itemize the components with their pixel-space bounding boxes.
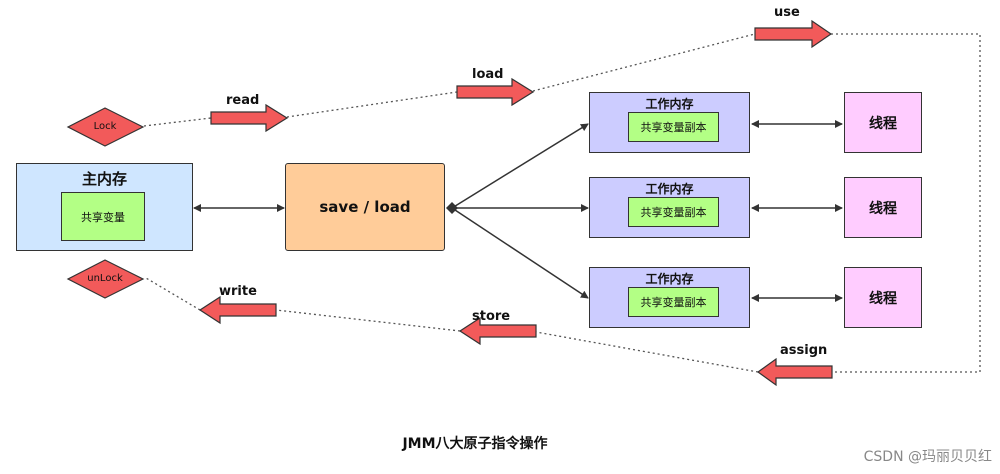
work-memory-title: 工作内存 — [645, 182, 694, 196]
bottom-flow-dotted — [145, 277, 759, 373]
assign-label: assign — [780, 343, 828, 358]
read-label: read — [226, 93, 260, 108]
use-label: use — [774, 5, 800, 20]
assign-arrow-icon — [756, 357, 833, 387]
store-label: store — [472, 309, 511, 324]
work-memory-box-3: 工作内存 共享变量副本 — [589, 267, 750, 328]
shared-variable-copy-box: 共享变量副本 — [628, 112, 719, 142]
thread-box-3: 线程 — [844, 267, 922, 328]
lock-label: Lock — [93, 121, 117, 132]
thread-box-2: 线程 — [844, 177, 922, 238]
save-load-box: save / load — [285, 163, 445, 251]
save-load-label: save / load — [319, 198, 411, 216]
use-arrow-icon — [754, 19, 833, 49]
center-to-work-memory-3 — [451, 207, 589, 299]
diagram-caption: JMM八大原子指令操作 — [402, 436, 548, 452]
main-memory-title: 主内存 — [81, 170, 127, 188]
work-memory-box-1: 工作内存 共享变量副本 — [589, 92, 750, 153]
top-flow-dotted — [143, 33, 981, 373]
thread-label: 线程 — [869, 115, 897, 132]
thread-box-1: 线程 — [844, 92, 922, 153]
write-label: write — [219, 284, 257, 299]
write-arrow-icon — [198, 295, 277, 325]
work-memory-box-2: 工作内存 共享变量副本 — [589, 177, 750, 238]
watermark: CSDN @玛丽贝贝红 — [863, 449, 992, 465]
main-memory-box: 主内存 共享变量 — [16, 163, 193, 251]
store-arrow-icon — [458, 316, 537, 346]
work-memory-title: 工作内存 — [645, 272, 694, 286]
shared-variable-copy-box: 共享变量副本 — [628, 197, 719, 227]
lock-diamond-icon — [66, 107, 145, 147]
thread-label: 线程 — [869, 290, 897, 307]
load-arrow-icon — [456, 77, 535, 107]
work-memory-title: 工作内存 — [645, 97, 694, 111]
shared-variable-box: 共享变量 — [61, 192, 145, 241]
unlock-diamond-icon — [66, 259, 145, 299]
load-label: load — [472, 67, 504, 82]
thread-label: 线程 — [869, 200, 897, 217]
unlock-label: unLock — [87, 273, 123, 284]
read-arrow-icon — [210, 103, 289, 133]
center-to-work-memory-1 — [451, 123, 589, 209]
shared-variable-copy-box: 共享变量副本 — [628, 287, 719, 317]
